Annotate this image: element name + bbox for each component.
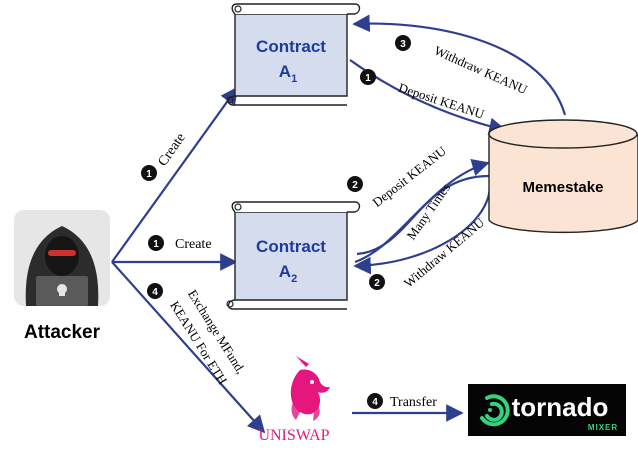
step-badge-number: 1 bbox=[146, 169, 152, 180]
edge-transfer: 4 Transfer bbox=[367, 393, 437, 410]
edge-withdraw-a2: 2 Withdraw KEANU bbox=[369, 214, 488, 291]
unicorn-icon bbox=[290, 356, 330, 421]
hacker-icon bbox=[14, 210, 110, 306]
contract-a2-node: Contract A2 bbox=[226, 201, 361, 310]
memestake-node: Memestake bbox=[488, 119, 638, 234]
step-badge bbox=[347, 176, 363, 192]
arrow-many-times-loop bbox=[356, 174, 491, 256]
step-badge bbox=[360, 69, 376, 85]
tornado-sub-label: MIXER bbox=[588, 423, 618, 432]
edge-withdraw-a1-label: Withdraw KEANU bbox=[432, 43, 530, 98]
edge-deposit-a1-label: Deposit KEANU bbox=[397, 80, 487, 122]
contract-a2-subscript: A2 bbox=[279, 262, 297, 285]
tornado-node: tornado MIXER bbox=[468, 384, 626, 436]
step-badge-number: 2 bbox=[374, 278, 380, 289]
step-badge-number: 4 bbox=[372, 397, 378, 408]
step-badge bbox=[369, 274, 385, 290]
edge-transfer-label: Transfer bbox=[390, 395, 437, 410]
tornado-box bbox=[468, 384, 626, 436]
edge-create-a1: 1 Create bbox=[141, 131, 189, 181]
memestake-label: Memestake bbox=[523, 179, 604, 196]
arrow-withdraw-a1 bbox=[352, 14, 567, 116]
step-badge bbox=[141, 165, 157, 181]
contract-a2-title: Contract bbox=[256, 237, 326, 256]
tornado-logo-icon bbox=[480, 394, 510, 427]
edge-many-times: Many Times bbox=[403, 180, 453, 242]
step-badge bbox=[367, 393, 383, 409]
step-badge-number: 1 bbox=[365, 73, 371, 84]
edge-exchange: 4 Exchange MFund, KEANU For ETH bbox=[147, 283, 249, 387]
arrow-exchange bbox=[111, 261, 266, 434]
edge-many-times-label: Many Times bbox=[403, 180, 453, 242]
step-badge-number: 2 bbox=[352, 180, 358, 191]
step-badge-number: 1 bbox=[153, 239, 159, 250]
step-badge bbox=[147, 283, 163, 299]
contract-a1-subscript: A1 bbox=[279, 62, 297, 85]
attacker-label: Attacker bbox=[24, 322, 101, 343]
scroll-icon bbox=[234, 211, 348, 301]
database-icon bbox=[488, 134, 638, 234]
step-badge-number: 4 bbox=[152, 287, 158, 298]
contract-a1-title: Contract bbox=[256, 37, 326, 56]
uniswap-label: UNISWAP bbox=[258, 427, 329, 444]
arrow-withdraw-a2 bbox=[353, 184, 492, 275]
step-badge bbox=[395, 35, 411, 51]
arrow-create-a1 bbox=[111, 86, 239, 263]
edge-create-a2-label: Create bbox=[175, 237, 212, 252]
edge-create-a2: 1 Create bbox=[148, 235, 212, 252]
attacker-node: Attacker bbox=[14, 210, 110, 343]
contract-a1-node: Contract A1 bbox=[226, 3, 361, 106]
uniswap-node: UNISWAP bbox=[258, 356, 330, 444]
step-badge bbox=[148, 235, 164, 251]
tornado-label: tornado bbox=[512, 392, 609, 422]
step-badge-number: 3 bbox=[400, 39, 406, 50]
edge-deposit-a1: 1 Deposit KEANU bbox=[360, 69, 487, 122]
